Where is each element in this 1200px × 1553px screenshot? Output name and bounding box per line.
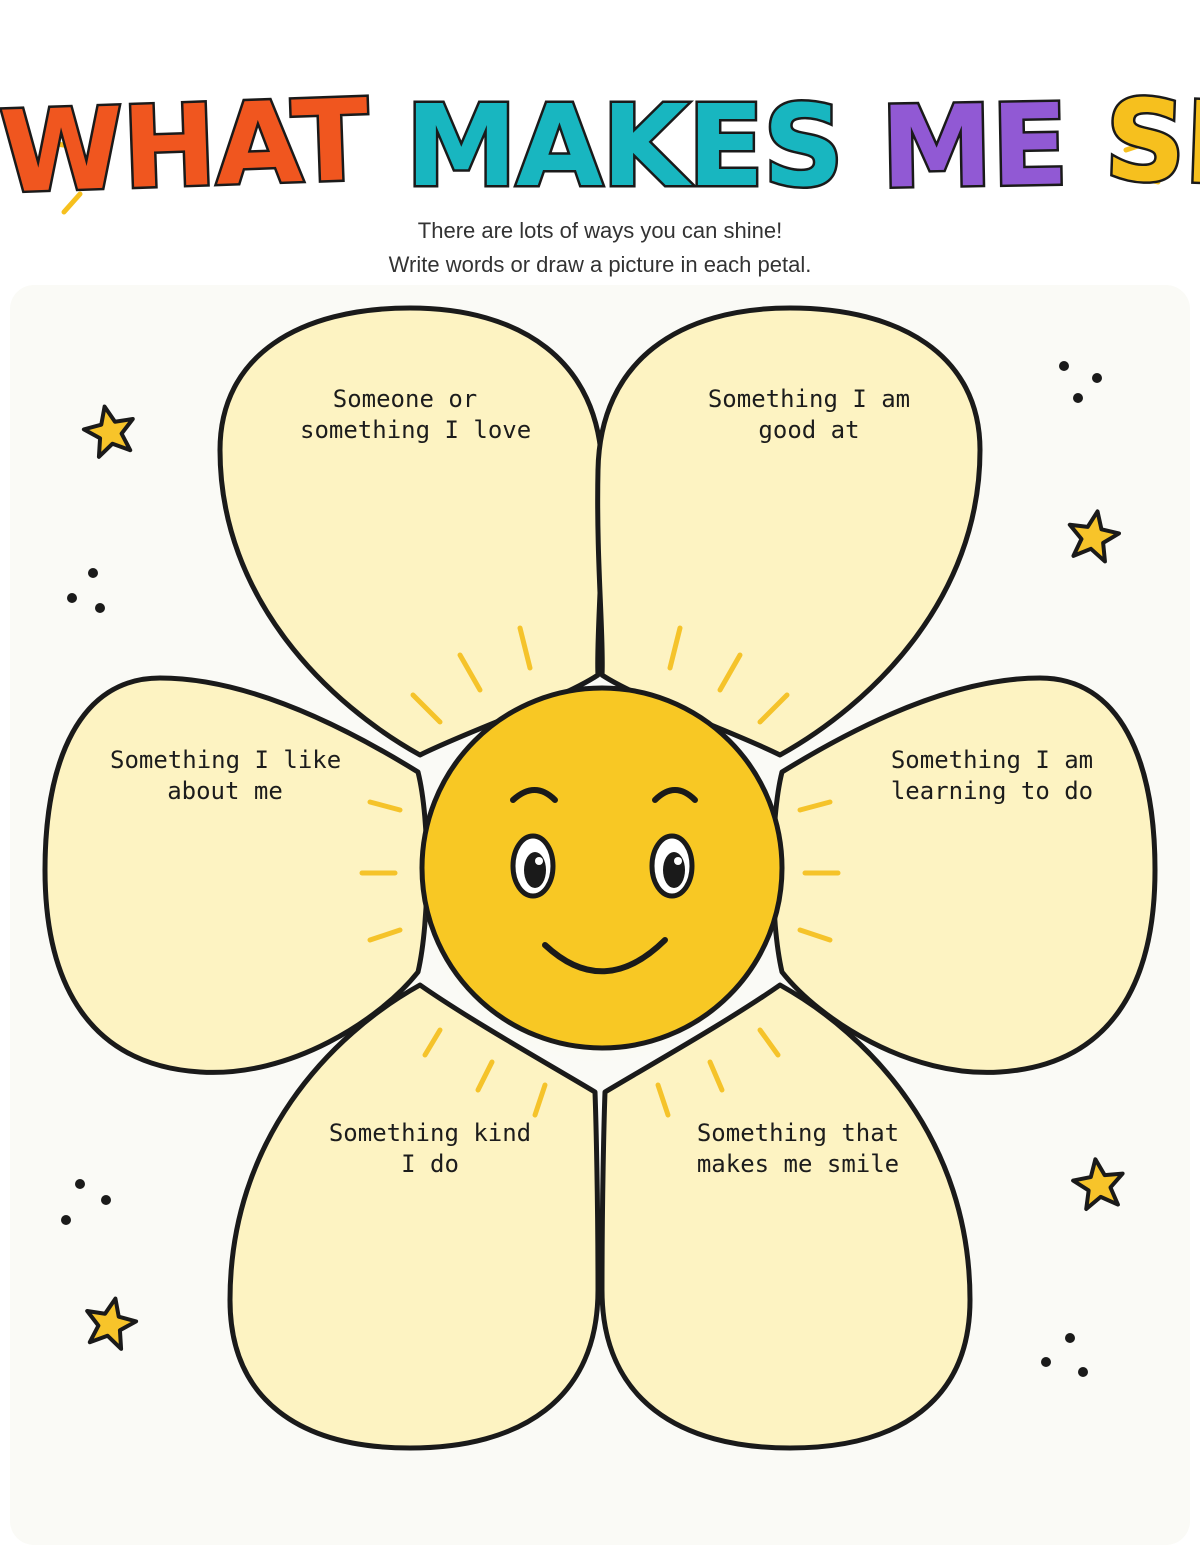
petal-label-line: good at (758, 416, 860, 444)
left-eyebrow (510, 787, 558, 803)
sparkle-line-left (49, 115, 77, 133)
page-title: WHAT MAKES ME SHINE (0, 72, 1200, 222)
sparkle-line-right (1129, 173, 1161, 185)
petal-label-bottom-right: Something that makes me smile (688, 1118, 908, 1180)
sparkle-line-left (61, 191, 83, 215)
dots-icon (61, 1179, 111, 1225)
petal-label-mid-right: Something I am learning to do (880, 745, 1104, 807)
star-icon (81, 404, 135, 459)
petal-top-left[interactable] (217, 305, 605, 758)
petal-label-line: Something I like (110, 746, 342, 774)
petal-label-line: Something I am (890, 746, 1094, 774)
title-banner: WHAT MAKES ME SHINE (0, 72, 1200, 222)
petal-label-line: learning to do (890, 777, 1094, 805)
right-eyebrow (652, 787, 698, 803)
petal-label-top-left: Someone or something I love (300, 384, 532, 446)
petal-label-line: Something that (696, 1119, 900, 1147)
sparkle-line-right (1123, 139, 1153, 153)
petal-label-line: I do (401, 1150, 459, 1178)
petal-label-line: makes me smile (696, 1150, 900, 1178)
smiley-sun-icon (419, 685, 785, 1051)
star-icon (1071, 1157, 1125, 1212)
star-icon (1067, 509, 1122, 564)
star-icon (85, 1296, 139, 1351)
petal-label-line: something I love (300, 416, 532, 444)
sparkle-line-left (41, 139, 73, 149)
petal-bottom-left[interactable] (227, 982, 601, 1451)
smile (542, 937, 668, 975)
petal-label-bottom-left: Something kind I do (322, 1118, 538, 1180)
petal-label-line: Someone or (332, 385, 478, 413)
title-sparkles (41, 105, 1161, 215)
subtitle-line-2: Write words or draw a picture in each pe… (388, 252, 812, 277)
dots-icon (1059, 361, 1102, 403)
dots-icon (1041, 1333, 1088, 1377)
petal-mid-right[interactable] (770, 675, 1158, 1075)
petal-label-line: Something I am (707, 385, 911, 413)
sparkle-line-right (1117, 105, 1139, 129)
petal-bottom-right[interactable] (599, 982, 973, 1451)
petal-label-line: Something kind (328, 1119, 532, 1147)
petal-mid-left[interactable] (42, 675, 430, 1075)
petal-label-top-right: Something I am good at (700, 384, 918, 446)
petal-label-mid-left: Something I like about me (110, 745, 342, 807)
petal-label-line: about me (167, 777, 283, 805)
subtitle-line-1: There are lots of ways you can shine! (417, 218, 783, 243)
title-word-makes: MAKES (403, 80, 846, 215)
petal-top-right[interactable] (595, 305, 983, 758)
sun-rays (359, 625, 841, 1118)
dots-icon (67, 568, 105, 613)
